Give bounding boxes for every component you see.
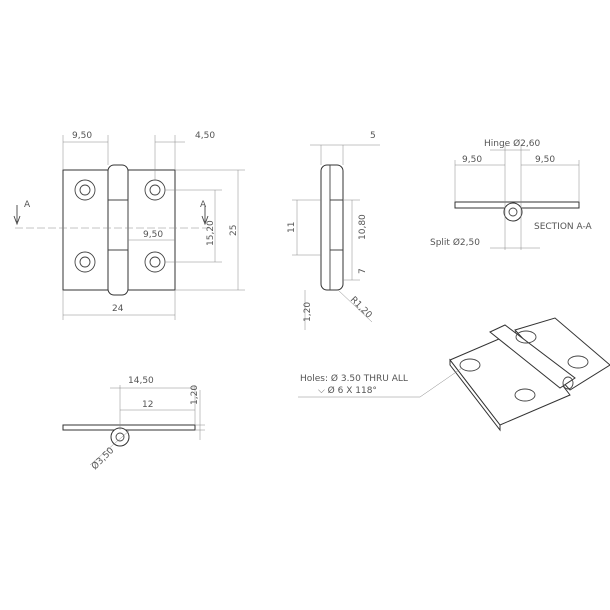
dim-24: 24	[112, 304, 124, 314]
section-view: Hinge Ø2,60 9,50 9,50 SECTION A-A Split …	[430, 138, 593, 250]
section-arrow-right	[201, 205, 209, 226]
dim-12: 12	[142, 400, 153, 410]
dim-14-50: 14,50	[128, 376, 154, 386]
top-plate	[62, 424, 196, 431]
section-label-left: A	[24, 200, 31, 210]
dim-11: 11	[287, 222, 297, 233]
side-view: 5 11 10,80 7 1,20 R1,20	[287, 131, 380, 330]
section-title: SECTION A-A	[534, 222, 593, 232]
dim-top-1-20: 1,20	[190, 385, 200, 405]
dim-5: 5	[370, 131, 376, 141]
hinge-diameter-label: Hinge Ø2,60	[484, 138, 540, 149]
dim-r1-20: R1,20	[348, 295, 374, 321]
dim-15-20: 15,20	[206, 220, 216, 246]
iso-knuckle	[489, 324, 576, 389]
holes-note-line1: Holes: Ø 3.50 THRU ALL	[300, 373, 408, 384]
top-knuckle	[110, 427, 130, 447]
hole-leader	[298, 367, 463, 398]
dim-9-50-inner: 9,50	[143, 230, 163, 240]
dim-9-50-top: 9,50	[72, 131, 92, 141]
dim-10-80: 10,80	[358, 214, 368, 240]
section-arrow-left	[13, 205, 21, 226]
section-dim-right: 9,50	[535, 155, 555, 165]
dim-7: 7	[358, 268, 368, 274]
dim-1-20: 1,20	[303, 302, 313, 322]
top-view: 14,50 12 1,20 Ø3,50	[62, 376, 205, 472]
holes-note-line2: ⌵ Ø 6 X 118°	[318, 385, 377, 396]
knuckle-split	[108, 199, 129, 251]
iso-view: Holes: Ø 3.50 THRU ALL ⌵ Ø 6 X 118°	[298, 317, 610, 432]
dim-4-50: 4,50	[195, 131, 215, 141]
section-dim-left: 9,50	[462, 155, 482, 165]
dim-25: 25	[229, 225, 239, 236]
section-knuckle	[503, 202, 523, 222]
front-view: A A 9,50 4,50 25 15,20 9,50 24	[13, 131, 245, 320]
knuckle	[107, 164, 129, 296]
dim-diameter-3-50: Ø3,50	[89, 445, 116, 472]
section-label-right: A	[200, 200, 207, 210]
side-knuckle	[320, 164, 344, 291]
split-diameter-label: Split Ø2,50	[430, 237, 480, 248]
